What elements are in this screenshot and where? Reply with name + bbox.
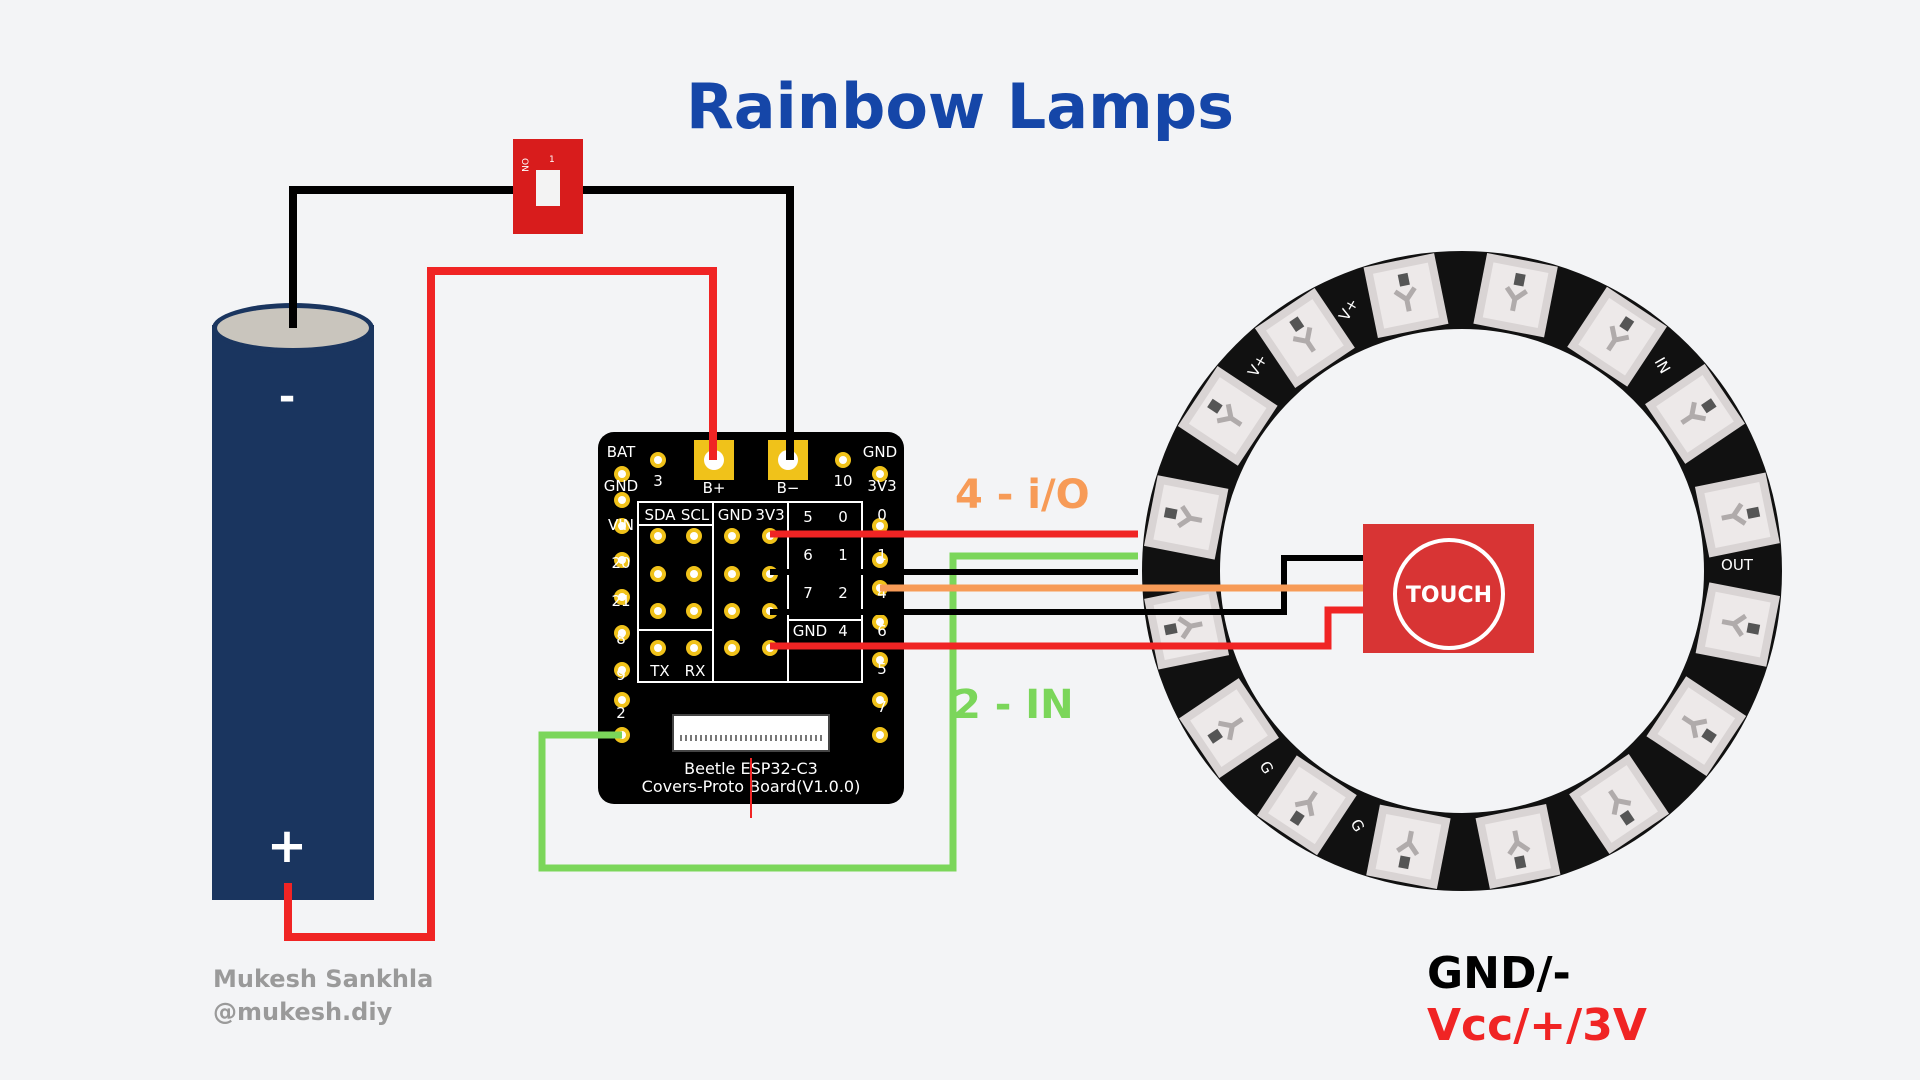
board-left-label-4: 8 bbox=[616, 630, 626, 648]
touch-label: TOUCH bbox=[1406, 583, 1492, 608]
wires bbox=[284, 186, 1363, 941]
board-inner-label-1: SCL bbox=[681, 506, 710, 524]
switch-on-label: ON bbox=[519, 158, 529, 172]
ring-led-7 bbox=[1475, 803, 1561, 889]
battery: - + bbox=[212, 303, 374, 900]
ring-led-1 bbox=[1567, 286, 1667, 387]
wire-black-switch-board bbox=[583, 186, 794, 460]
board-left-label-3: 21 bbox=[611, 592, 630, 610]
board-inner-label-13: RX bbox=[685, 662, 706, 680]
board-right-label-4: 6 bbox=[877, 622, 887, 640]
ring-led-3 bbox=[1694, 472, 1780, 558]
board-right-label-2: 1 bbox=[877, 546, 887, 564]
ring-led-0 bbox=[1473, 252, 1558, 338]
board-inner-label-5: 0 bbox=[838, 508, 848, 526]
board-right-label-1: 0 bbox=[877, 506, 887, 524]
board-top-label-4: 10 bbox=[833, 472, 852, 490]
touch-sensor[interactable]: TOUCH bbox=[1363, 524, 1534, 653]
wire-label-in: 2 - IN bbox=[953, 682, 1074, 728]
author-name: Mukesh Sankhla bbox=[213, 965, 434, 993]
board-left-label-6: 2 bbox=[616, 704, 626, 722]
board-inner-label-12: TX bbox=[649, 662, 669, 680]
ring-led-4 bbox=[1695, 582, 1781, 667]
ring-led-11 bbox=[1144, 584, 1230, 670]
ring-led-12 bbox=[1143, 475, 1229, 560]
board-inner-label-8: 7 bbox=[803, 584, 813, 602]
board-inner-label-3: 3V3 bbox=[755, 506, 784, 524]
ring-led-5 bbox=[1646, 676, 1747, 776]
board-left-label-1: VIN bbox=[608, 516, 634, 534]
board-top-label-1: 3 bbox=[653, 472, 663, 490]
power-switch[interactable]: ON 1 bbox=[513, 139, 583, 234]
wire-red-battery-board bbox=[284, 267, 717, 941]
ring-led-10 bbox=[1179, 678, 1279, 779]
wire-green-signal bbox=[538, 552, 1138, 872]
legend-vcc: Vcc/+/3V bbox=[1427, 1000, 1647, 1051]
board-inner-label-0: SDA bbox=[644, 506, 676, 524]
page-title: Rainbow Lamps bbox=[685, 70, 1235, 143]
board-inner-label-2: GND bbox=[718, 506, 752, 524]
ring-led-14 bbox=[1254, 288, 1355, 388]
ring-led-8 bbox=[1366, 804, 1451, 890]
ring-led-15 bbox=[1363, 253, 1449, 339]
board-right-label-0: 3V3 bbox=[867, 477, 896, 495]
switch-number-label: 1 bbox=[549, 155, 555, 165]
wire-black-battery-switch bbox=[289, 186, 513, 328]
board-inner-label-7: 1 bbox=[838, 546, 848, 564]
board-inner-label-4: 5 bbox=[803, 508, 813, 526]
board-right-label-6: 7 bbox=[877, 698, 887, 716]
ring-label-3: OUT bbox=[1721, 556, 1754, 574]
legend-gnd: GND/- bbox=[1427, 948, 1571, 999]
board-inner-label-9: 2 bbox=[838, 584, 848, 602]
ring-led-13 bbox=[1177, 366, 1278, 466]
battery-plus-label: + bbox=[267, 818, 307, 874]
board-inner-label-6: 6 bbox=[803, 546, 813, 564]
board-top-label-0: BAT bbox=[607, 443, 636, 461]
ring-led-6 bbox=[1569, 754, 1670, 854]
board-right-label-3: 4 bbox=[877, 584, 887, 602]
author-handle: @mukesh.diy bbox=[213, 998, 393, 1026]
board-inner-label-11: 4 bbox=[838, 622, 848, 640]
board-inner-label-10: GND bbox=[793, 622, 827, 640]
wire-red-vcc-touch bbox=[770, 606, 1363, 650]
ring-led-9 bbox=[1257, 755, 1357, 856]
battery-minus-label: - bbox=[279, 374, 296, 420]
board-left-label-5: 9 bbox=[616, 666, 626, 684]
board-right-label-5: 5 bbox=[877, 660, 887, 678]
board-left-label-2: 20 bbox=[611, 554, 630, 572]
ring-label-2: IN bbox=[1651, 354, 1674, 377]
board-top-label-5: GND bbox=[863, 443, 897, 461]
wire-label-io: 4 - i/O bbox=[955, 472, 1090, 518]
ring-led-2 bbox=[1645, 363, 1745, 464]
board-top-label-2: B+ bbox=[703, 479, 726, 497]
board-top-label-3: B− bbox=[777, 479, 800, 497]
board-left-label-0: GND bbox=[604, 477, 638, 495]
